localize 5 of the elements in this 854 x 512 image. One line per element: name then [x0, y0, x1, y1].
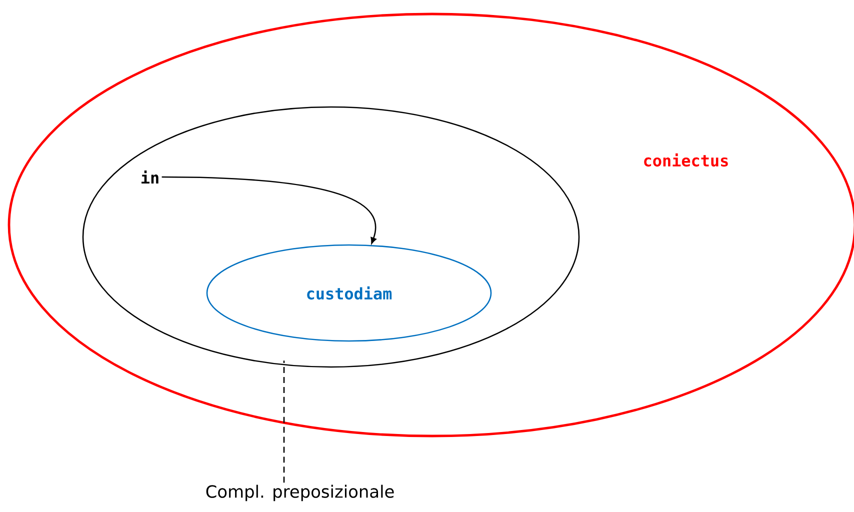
leader-line	[283, 360, 285, 483]
curved-arrow	[162, 176, 376, 244]
ellipse	[82, 106, 580, 368]
caption-text: Compl. preposizionale	[206, 484, 394, 502]
word-label: in	[142, 170, 158, 184]
